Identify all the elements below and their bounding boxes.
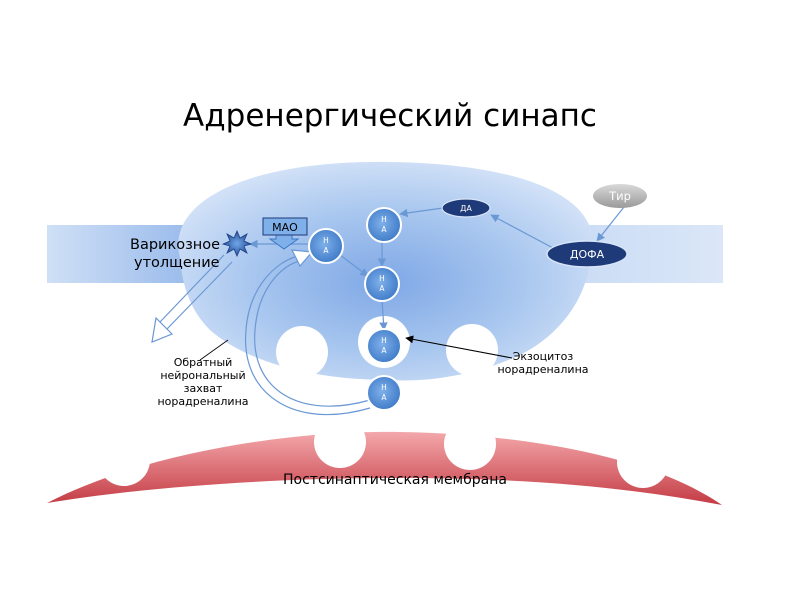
- arrow-tyr-dopa: [596, 206, 625, 242]
- postsynaptic-membrane: [47, 431, 722, 505]
- reuptake-label-line4: норадреналина: [157, 395, 249, 408]
- varicose-star-icon: [221, 229, 253, 258]
- na-released: Н А: [366, 375, 402, 411]
- da-node: [441, 198, 491, 218]
- da-label: ДА: [460, 204, 472, 213]
- na-vesicle-top-line2: А: [381, 225, 387, 234]
- reuptake-label: Обратный нейрональный захват норадренали…: [148, 356, 258, 408]
- postsynaptic-pit-2: [314, 416, 366, 468]
- mao-box: [262, 217, 308, 236]
- tyr-node: [593, 184, 647, 208]
- na-vesicle-mid: Н А: [364, 266, 400, 302]
- reuptake-arrow: [151, 254, 233, 343]
- reuptake-label-line1: Обратный: [173, 356, 233, 369]
- varicose-label-line2: утолщение: [134, 255, 220, 271]
- postsynaptic-pit-1: [98, 434, 150, 486]
- reuptake-loop: [245, 249, 371, 416]
- na-released-line2: А: [381, 393, 387, 402]
- dopa-node: [546, 240, 628, 268]
- arrow-na-left-mid: [339, 254, 369, 277]
- varicose-label: Варикозное утолщение: [130, 236, 220, 272]
- na-vesicle-exocytosis: Н А: [366, 328, 402, 364]
- exocytosis-label-line2: норадреналина: [497, 363, 589, 376]
- exocytosis-label-line1: Экзоцитоз: [512, 350, 574, 363]
- arrow-na-mid-exo: [379, 299, 388, 331]
- na-vesicle-mid-line1: Н: [379, 274, 385, 283]
- dopa-label: ДОФА: [570, 248, 605, 261]
- na-vesicle-mid-line2: А: [379, 284, 385, 293]
- arrow-da-na-top: [399, 207, 444, 218]
- exocytosis-pointer: [405, 335, 513, 359]
- reuptake-pointer: [199, 339, 229, 361]
- terminal-pit-left: [276, 326, 328, 378]
- na-vesicle-left-line2: А: [323, 246, 329, 255]
- mao-label: МАО: [272, 221, 298, 234]
- na-vesicle-exo-line1: Н: [381, 336, 387, 345]
- arrow-dopa-da: [490, 214, 554, 249]
- postsynaptic-pit-3: [444, 418, 496, 470]
- tyr-label: Тир: [608, 189, 631, 203]
- na-vesicle-left-line1: Н: [323, 236, 329, 245]
- na-vesicle-left: Н А: [308, 228, 344, 264]
- na-released-line1: Н: [381, 383, 387, 392]
- na-vesicle-top-line1: Н: [381, 215, 387, 224]
- postsynaptic-pit-4: [617, 436, 669, 488]
- reuptake-label-line3: захват: [183, 382, 223, 395]
- na-vesicle-exo-line2: А: [381, 346, 387, 355]
- reuptake-label-line2: нейрональный: [160, 369, 246, 382]
- varicose-label-line1: Варикозное: [130, 237, 221, 253]
- page-title: Адренергический синапс: [183, 98, 597, 134]
- exocytosis-label: Экзоцитоз норадреналина: [488, 350, 598, 376]
- postsynaptic-label: Постсинаптическая мембрана: [283, 472, 507, 488]
- na-vesicle-top: Н А: [366, 207, 402, 243]
